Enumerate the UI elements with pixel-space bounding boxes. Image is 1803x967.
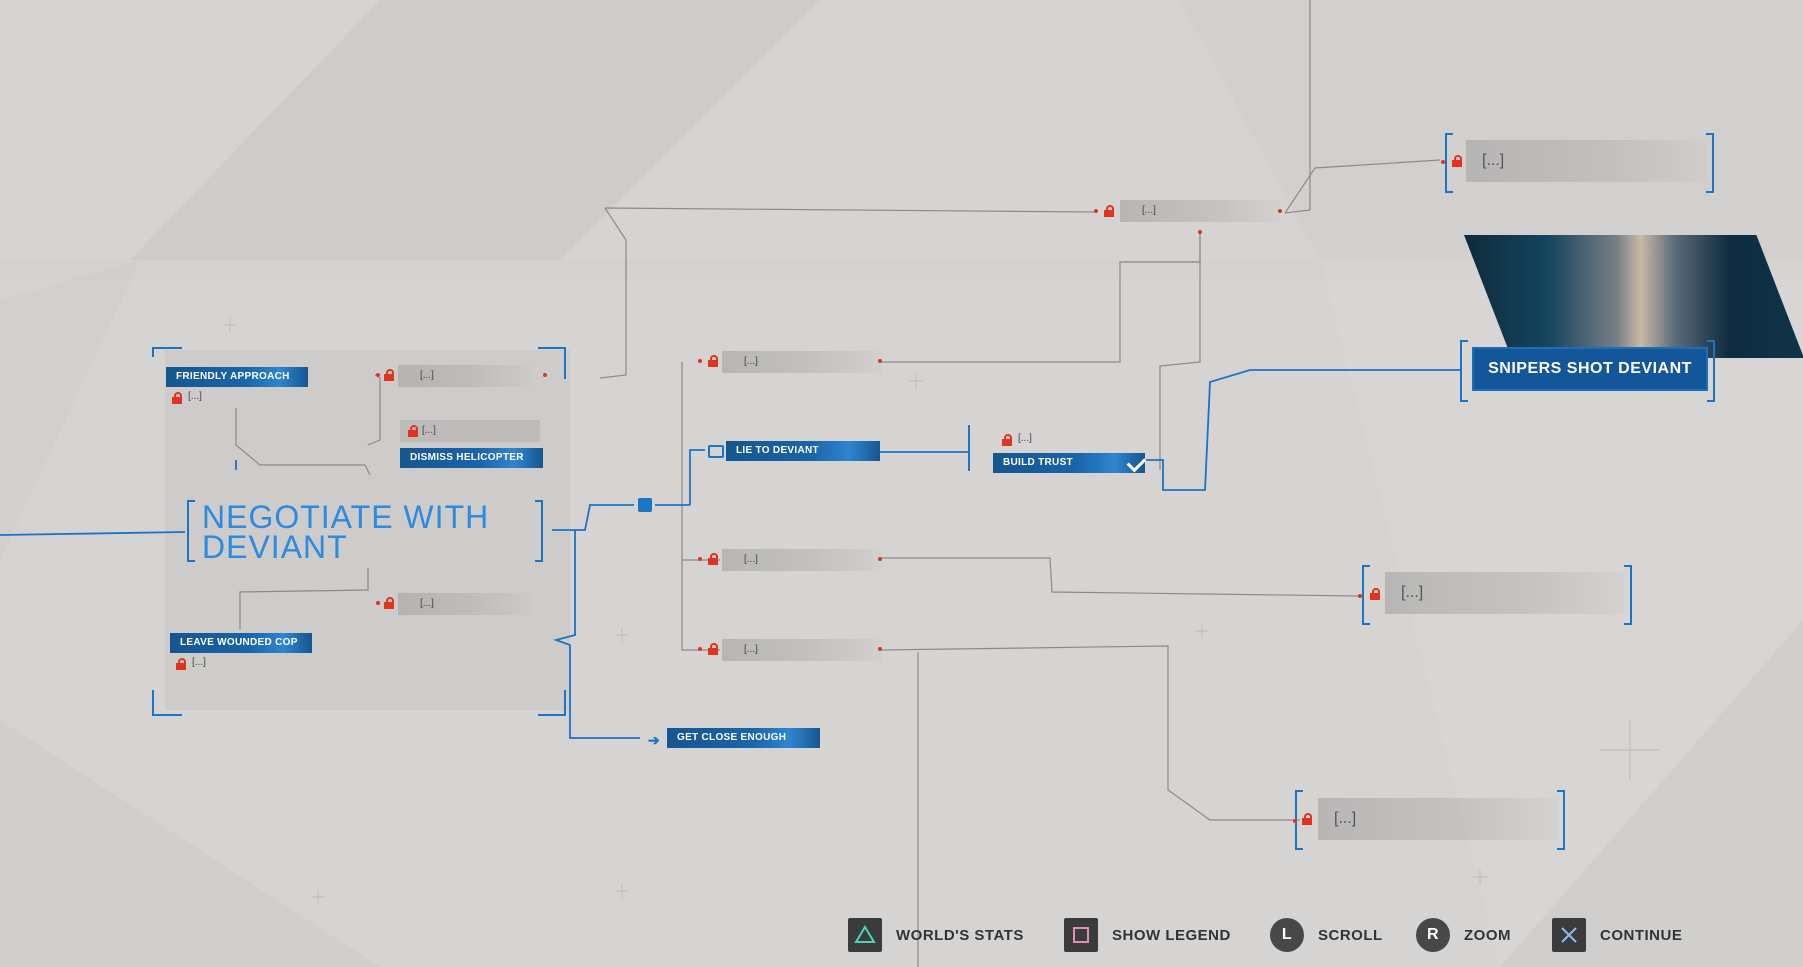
connector-dot: [1094, 209, 1098, 213]
root-bracket-right: [535, 500, 543, 562]
footer-scroll[interactable]: L SCROLL: [1270, 917, 1383, 953]
node-locked-bottom-a[interactable]: [...]: [398, 593, 533, 615]
connector-dot: [543, 373, 547, 377]
footer-worlds-stats[interactable]: WORLD'S STATS: [848, 917, 1024, 953]
left-stick-key: L: [1281, 926, 1293, 943]
node-locked-mid-1[interactable]: [...]: [722, 351, 882, 373]
footer-zoom[interactable]: R ZOOM: [1416, 917, 1511, 953]
connector-dot: [698, 557, 702, 561]
connector-dot: [1198, 230, 1202, 234]
footer-continue[interactable]: CONTINUE: [1552, 917, 1682, 953]
lock-icon: [1302, 813, 1312, 825]
lock-icon: [384, 597, 394, 609]
lock-icon: [708, 355, 718, 367]
lock-icon: [408, 425, 418, 437]
cluster-bracket-bottomright: [538, 690, 566, 716]
footer-continue-label: CONTINUE: [1600, 926, 1683, 944]
lock-icon: [384, 369, 394, 381]
node-locked-text: [...]: [1334, 810, 1357, 827]
node-locked-right-a[interactable]: [...]: [1385, 572, 1625, 614]
cluster-bracket-bottomleft: [152, 690, 182, 716]
node-leave-locked: [...]: [192, 657, 206, 668]
node-dismiss-locked: [...]: [400, 420, 540, 442]
triangle-button-icon: [848, 918, 882, 952]
node-lie-to-deviant[interactable]: LIE TO DEVIANT: [726, 441, 880, 461]
lock-icon: [172, 392, 182, 404]
node-build-locked: [...]: [1018, 433, 1032, 444]
cross-button-icon: [1552, 918, 1586, 952]
connector-dot: [1441, 160, 1445, 164]
root-title-line1: NEGOTIATE WITH: [202, 499, 490, 535]
featured-bracket-right: [1707, 340, 1715, 402]
node-locked-text: [...]: [1482, 152, 1505, 169]
lock-icon: [708, 553, 718, 565]
footer-zoom-label: ZOOM: [1464, 926, 1511, 944]
node-friendly-approach[interactable]: FRIENDLY APPROACH: [166, 367, 308, 387]
lock-icon: [1002, 434, 1012, 446]
decision-hub-icon: [638, 498, 652, 512]
dialogue-icon: [708, 445, 724, 458]
node-locked-right-b[interactable]: [...]: [1318, 798, 1558, 840]
right-stick-icon: R: [1416, 918, 1450, 952]
node-locked-text: [...]: [744, 644, 758, 655]
node-locked-mid-3[interactable]: [...]: [722, 639, 882, 661]
featured-bracket-left: [1460, 340, 1468, 402]
arrow-right-icon: ➔: [648, 732, 660, 748]
node-leave-wounded-cop[interactable]: LEAVE WOUNDED COP: [170, 633, 312, 653]
lock-icon: [176, 658, 186, 670]
left-stick-icon: L: [1270, 918, 1304, 952]
footer-show-legend-label: SHOW LEGEND: [1112, 926, 1231, 944]
bracket-far-top-right: [1706, 133, 1714, 193]
right-stick-key: R: [1426, 926, 1440, 943]
node-locked-top-a[interactable]: [...]: [398, 365, 533, 387]
node-friendly-locked: [...]: [188, 391, 202, 402]
node-locked-text: [...]: [744, 554, 758, 565]
connector-dot: [1293, 819, 1297, 823]
connector-dot: [878, 557, 882, 561]
node-build-bracket: [968, 425, 974, 471]
footer-show-legend[interactable]: SHOW LEGEND: [1064, 917, 1231, 953]
connector-dot: [1278, 209, 1282, 213]
node-locked-text: [...]: [422, 425, 436, 436]
bracket-right-a-right: [1624, 565, 1632, 625]
ending-portrait-image: [1464, 235, 1803, 358]
lock-icon: [1452, 155, 1462, 167]
footer-worlds-stats-label: WORLD'S STATS: [896, 926, 1024, 944]
node-dismiss-helicopter[interactable]: DISMISS HELICOPTER: [400, 448, 543, 468]
connector-dot: [698, 647, 702, 651]
bracket-far-top-left: [1445, 133, 1453, 193]
connector-dot: [878, 359, 882, 363]
connector-dot: [878, 647, 882, 651]
lock-icon: [1370, 588, 1380, 600]
bracket-right-b-right: [1557, 790, 1565, 850]
node-locked-text: [...]: [1142, 205, 1156, 216]
node-locked-mid-2[interactable]: [...]: [722, 549, 882, 571]
connector-dot: [376, 601, 380, 605]
connector-dot: [698, 359, 702, 363]
node-locked-text: [...]: [420, 598, 434, 609]
root-node-title[interactable]: NEGOTIATE WITH DEVIANT: [202, 499, 490, 565]
node-locked-top-right[interactable]: [...]: [1120, 200, 1280, 222]
node-locked-text: [...]: [1401, 584, 1424, 601]
lock-icon: [708, 643, 718, 655]
lock-icon: [1104, 205, 1114, 217]
node-locked-text: [...]: [420, 370, 434, 381]
connector-dot: [376, 373, 380, 377]
cluster-bracket-topright: [538, 347, 566, 379]
square-button-icon: [1064, 918, 1098, 952]
footer-scroll-label: SCROLL: [1318, 926, 1383, 944]
bracket-right-a-left: [1362, 565, 1370, 625]
node-locked-far-top[interactable]: [...]: [1466, 140, 1706, 182]
cluster-bracket-topleft: [152, 347, 182, 357]
node-snipers-shot-deviant[interactable]: SNIPERS SHOT DEVIANT: [1472, 347, 1708, 391]
root-title-line2: DEVIANT: [202, 529, 348, 565]
root-bracket-left: [187, 500, 195, 562]
connector-dot: [1358, 594, 1362, 598]
node-get-close-enough[interactable]: GET CLOSE ENOUGH: [667, 728, 820, 748]
node-build-trust[interactable]: BUILD TRUST: [993, 453, 1145, 473]
node-locked-text: [...]: [744, 356, 758, 367]
